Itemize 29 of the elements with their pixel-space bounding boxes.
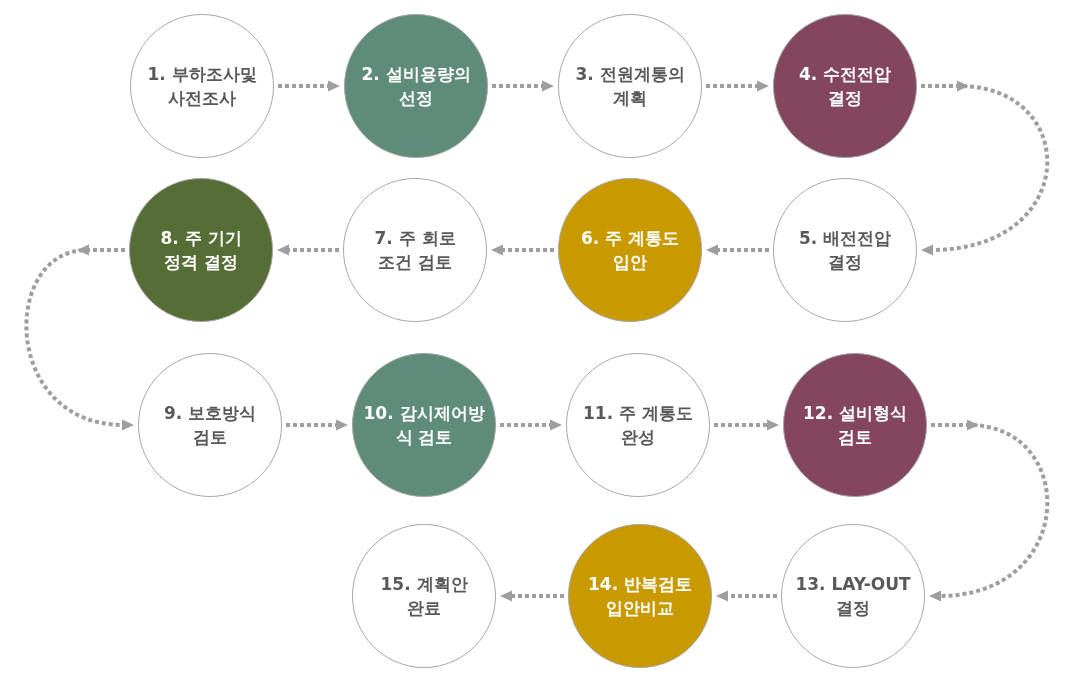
step-circle: 11. 주 계통도 완성 (566, 353, 710, 497)
step-circle: 10. 감시제어방 식 검토 (352, 353, 496, 497)
curved-dotted-arrow (929, 419, 1050, 602)
dotted-arrow (286, 419, 348, 431)
step-circle: 5. 배전전압 결정 (773, 178, 917, 322)
dotted-arrow (277, 244, 339, 256)
step-circle: 14. 반복검토 입안비교 (568, 524, 712, 668)
step-circle: 4. 수전전압 결정 (773, 14, 917, 158)
dotted-arrow (500, 419, 562, 431)
step-circle: 13. LAY-OUT 결정 (781, 524, 925, 668)
step-circle: 12. 설비형식 검토 (783, 353, 927, 497)
dotted-arrow (500, 590, 564, 602)
curved-dotted-arrow (921, 80, 1050, 256)
step-circle: 8. 주 기기 정격 결정 (129, 178, 273, 322)
curved-dotted-arrow (24, 244, 134, 431)
dotted-arrow (706, 244, 769, 256)
step-circle: 3. 전원계통의 계획 (558, 14, 702, 158)
dotted-arrow (714, 419, 779, 431)
step-circle: 15. 계획안 완료 (352, 524, 496, 668)
step-circle: 7. 주 회로 조건 검토 (343, 178, 487, 322)
dotted-arrow (716, 590, 777, 602)
dotted-arrow (491, 244, 554, 256)
dotted-arrow (278, 80, 340, 92)
step-circle: 1. 부하조사및 사전조사 (130, 14, 274, 158)
step-circle: 6. 주 계통도 입안 (558, 178, 702, 322)
dotted-arrow (492, 80, 554, 92)
step-circle: 2. 설비용량의 선정 (344, 14, 488, 158)
dotted-arrow (706, 80, 769, 92)
step-circle: 9. 보호방식 검토 (138, 353, 282, 497)
